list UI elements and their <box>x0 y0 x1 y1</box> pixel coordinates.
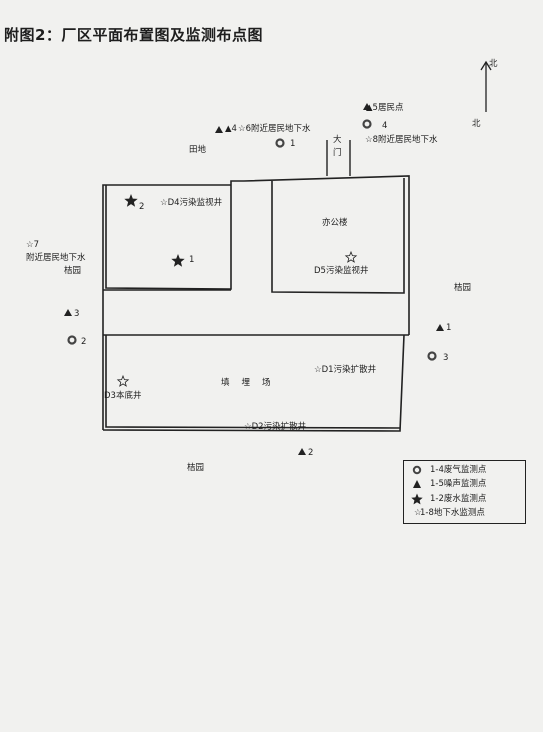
noise-point-3-label: 3 <box>74 309 80 319</box>
legend: 1-4废气监测点 1-5噪声监测点 1-2废水监测点 1-8地下水监测点 ☆ <box>403 460 526 524</box>
legend-label: 1-8地下水监测点 <box>420 508 485 518</box>
noise-point-1-label: 1 <box>446 323 452 333</box>
site-boundary <box>102 175 410 432</box>
filled-star-icon <box>411 493 423 505</box>
wastewater-point-1-label: 1 <box>189 255 195 265</box>
triangle-icon <box>413 480 421 488</box>
groundwater-point-d2-label: ☆D2污染扩散井 <box>244 422 307 432</box>
north-label-side: 北 <box>472 119 481 129</box>
noise-point-5-icon <box>363 103 371 110</box>
gas-point-1-label: 1 <box>290 139 296 149</box>
legend-item-noise: 1-5噪声监测点 <box>404 479 486 489</box>
noise-point-5-label: ▲5居民点 <box>366 103 404 113</box>
wastewater-point-2-label: 2 <box>139 202 145 212</box>
legend-item-wastewater: 1-2废水监测点 <box>404 493 486 505</box>
orchard-south-label: 桔园 <box>187 463 205 473</box>
groundwater-point-d1-label: ☆D1污染扩散井 <box>314 365 377 375</box>
groundwater-point-d5-icon <box>344 250 358 263</box>
orchard-west-label: 桔园 <box>64 266 82 276</box>
noise-point-1-icon <box>436 324 444 331</box>
outline-star-icon: ☆ <box>414 508 422 518</box>
groundwater-point-8-label: ☆8附近居民地下水 <box>365 135 438 145</box>
legend-label: 1-5噪声监测点 <box>430 479 487 489</box>
legend-label: 1-2废水监测点 <box>430 494 487 504</box>
gate-road <box>326 140 351 176</box>
noise-point-3-icon <box>64 309 72 316</box>
gas-point-3-label: 3 <box>443 353 449 363</box>
north-arrow-icon <box>480 60 492 112</box>
ring-icon <box>412 465 422 475</box>
wastewater-point-1-icon <box>171 254 185 267</box>
gas-point-3-icon <box>427 351 437 361</box>
groundwater-point-d4-label: ☆D4污染监视井 <box>160 198 223 208</box>
groundwater-point-7-label: 附近居民地下水 <box>26 253 86 263</box>
gas-point-4-label: 4 <box>382 121 388 131</box>
noise-point-4-icon <box>215 126 223 133</box>
orchard-east-label: 桔园 <box>454 283 472 293</box>
groundwater-point-d3-label: D3本底井 <box>104 391 142 401</box>
field-label: 田地 <box>189 145 207 155</box>
groundwater-point-6-label: ☆6附近居民地下水 <box>238 124 311 134</box>
gas-point-2-label: 2 <box>81 337 87 347</box>
legend-label: 1-4废气监测点 <box>430 465 487 475</box>
groundwater-point-d5-label: D5污染监视井 <box>314 266 369 276</box>
north-label-top: 北 <box>489 59 498 69</box>
groundwater-point-7-number: ☆7 <box>26 240 40 250</box>
wastewater-point-2-icon <box>124 194 138 207</box>
gas-point-2-icon <box>67 335 77 345</box>
page-title: 附图2：厂区平面布置图及监测布点图 <box>4 26 263 44</box>
noise-point-2-icon <box>298 448 306 455</box>
noise-point-4-label: ▲4 <box>225 124 237 134</box>
landfill-label: 填埋场 <box>221 378 283 388</box>
noise-point-2-label: 2 <box>308 448 314 458</box>
gas-point-4-icon <box>362 119 372 129</box>
gate-label: 大门 <box>333 135 342 158</box>
gas-point-1-icon <box>275 138 285 148</box>
legend-item-gas: 1-4废气监测点 <box>404 465 486 475</box>
legend-item-groundwater: 1-8地下水监测点 <box>420 508 485 518</box>
groundwater-point-d3-icon <box>116 374 130 387</box>
office-label: 亦公楼 <box>322 218 348 228</box>
